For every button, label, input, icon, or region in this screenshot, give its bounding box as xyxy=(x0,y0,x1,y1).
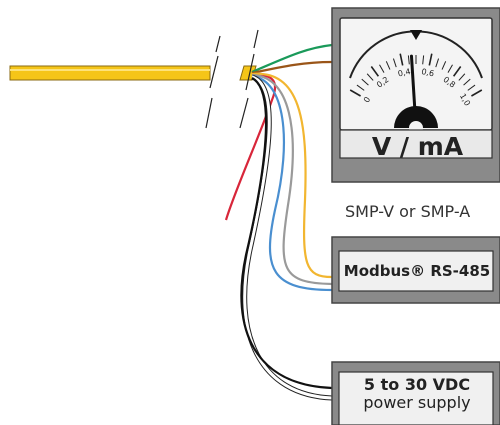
meter-tick-label: 0,6 xyxy=(421,67,435,78)
meter-tick xyxy=(447,64,453,73)
meter-tick xyxy=(467,84,476,91)
meter-tick xyxy=(422,55,425,65)
meter-tick-label: 0 xyxy=(362,95,372,104)
meter-tick xyxy=(463,78,471,86)
meter-pivot xyxy=(394,106,438,128)
meter-tick xyxy=(458,73,466,81)
green-wire xyxy=(251,43,333,74)
brown-wire xyxy=(251,60,333,75)
meter-ticks xyxy=(349,53,483,97)
meter-tick xyxy=(349,89,361,97)
orange-wire xyxy=(251,72,333,279)
grey-wire xyxy=(251,73,333,286)
meter-tick xyxy=(361,78,369,86)
meter-tick xyxy=(399,53,404,66)
power-supply-label: power supply xyxy=(363,393,471,412)
meter-tick xyxy=(428,53,433,66)
meter-tick xyxy=(366,73,374,81)
cable-left-segment xyxy=(9,65,211,81)
cable-break-marks xyxy=(205,29,259,129)
black-wire xyxy=(240,77,333,390)
meter-tick xyxy=(370,66,380,77)
power-voltage-label: 5 to 30 VDC xyxy=(363,375,471,394)
meter-tick xyxy=(471,89,483,97)
meter-units-panel xyxy=(339,129,493,159)
blue-wire xyxy=(251,74,333,292)
meter-tick-label: 0,4 xyxy=(397,67,411,78)
meter-zero-adjust xyxy=(410,30,422,40)
meter-tick xyxy=(392,58,397,68)
meter-tick xyxy=(435,58,440,68)
meter-tick xyxy=(356,84,365,91)
white-wire-inner xyxy=(243,75,333,400)
meter-tick xyxy=(379,64,385,73)
power-supply-box xyxy=(331,361,500,425)
meter-tick xyxy=(407,55,410,65)
meter-units-label: V / mA xyxy=(371,132,464,161)
white-wire-outer xyxy=(242,74,333,401)
meter-tick xyxy=(452,66,462,77)
wires xyxy=(224,43,333,401)
meter-tick xyxy=(441,61,447,70)
meter-tick xyxy=(385,61,391,70)
modbus-label: Modbus® RS-485 xyxy=(343,262,491,280)
meter-caption: SMP-V or SMP-A xyxy=(345,202,471,221)
modbus-box xyxy=(331,236,500,304)
